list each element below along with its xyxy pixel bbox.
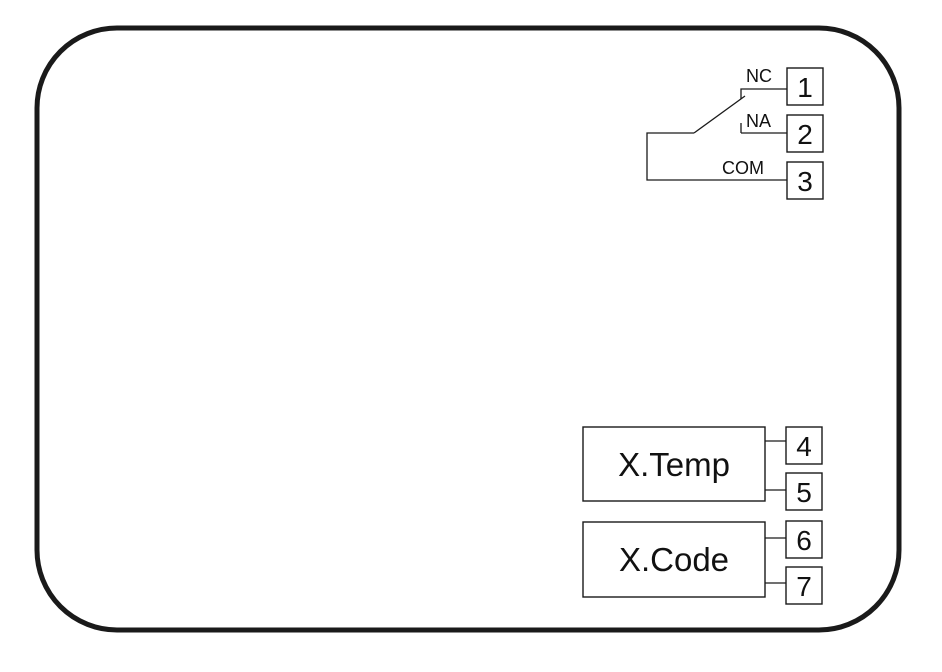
code-input-block: X.Code 6 7 (582, 520, 823, 605)
code-input-label: X.Code (619, 541, 729, 578)
terminal-6-number: 6 (796, 525, 812, 556)
terminal-5-number: 5 (796, 477, 812, 508)
terminal-3-box (786, 161, 824, 200)
terminal-7-number: 7 (796, 571, 812, 602)
temp-input-box (582, 426, 766, 502)
code-input-box (582, 521, 766, 598)
com-label: COM (722, 158, 764, 178)
terminal-1-number: 1 (797, 72, 813, 103)
temp-input-block: X.Temp 4 5 (582, 426, 823, 511)
terminal-7-box (785, 566, 823, 605)
terminal-5-box (785, 472, 823, 511)
temp-input-label: X.Temp (618, 446, 730, 483)
na-label: NA (746, 111, 771, 131)
nc-label: NC (746, 66, 772, 86)
terminal-3-number: 3 (797, 166, 813, 197)
terminal-6-box (785, 520, 823, 559)
terminal-2-number: 2 (797, 119, 813, 150)
terminal-4-number: 4 (796, 431, 812, 462)
terminal-4-box (785, 426, 823, 465)
relay-schematic: NC NA COM 1 2 3 (646, 66, 824, 200)
nc-wire (740, 88, 787, 99)
relay-switch-arm (693, 95, 746, 134)
terminal-1-box (786, 67, 824, 106)
terminal-2-box (786, 114, 824, 153)
com-wire (646, 132, 787, 181)
